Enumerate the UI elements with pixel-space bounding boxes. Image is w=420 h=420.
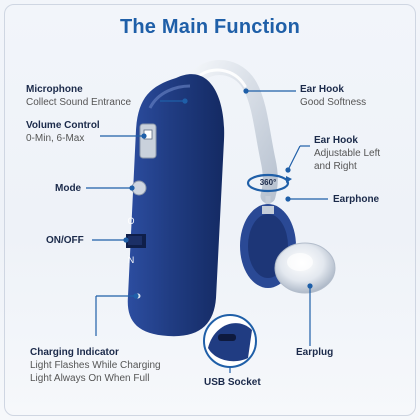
switch-off-mark: N	[128, 255, 135, 265]
earplug	[274, 242, 336, 294]
microphone-name: Microphone	[26, 84, 83, 95]
ear-hook-adjustable-desc-2: and Right	[314, 161, 357, 172]
page-title: The Main Function	[119, 16, 301, 38]
device-body	[127, 74, 225, 337]
charging-indicator-desc-2: Light Always On When Full	[30, 373, 150, 384]
ear-hook-softness-name: Ear Hook	[300, 84, 344, 95]
switch-on-mark: O	[127, 216, 134, 226]
volume-control-name: Volume Control	[26, 120, 100, 131]
charging-indicator-desc-1: Light Flashes While Charging	[30, 360, 161, 371]
volume-control-label: Volume Control 0-Min, 6-Max	[26, 119, 100, 145]
ear-hook-softness-label: Ear Hook Good Softness	[300, 83, 366, 109]
ear-hook-adjustable-label: Ear Hook Adjustable Left and Right	[314, 134, 380, 173]
power-switch: O N	[126, 216, 146, 265]
ear-hook-softness-desc: Good Softness	[300, 97, 367, 108]
microphone-desc: Collect Sound Entrance	[26, 97, 132, 108]
charging-indicator-label: Charging Indicator Light Flashes While C…	[30, 346, 161, 385]
mode-label: Mode	[55, 183, 82, 194]
callout-lines	[86, 88, 328, 373]
volume-control	[139, 123, 157, 159]
earplug-label: Earplug	[296, 347, 334, 358]
charging-indicator-name: Charging Indicator	[30, 347, 119, 358]
rotation-indicator: 360°	[246, 173, 292, 193]
usb-zoom	[203, 314, 257, 368]
rotation-label: 360°	[260, 178, 277, 187]
onoff-label: ON/OFF	[46, 235, 84, 246]
ear-hook-adjustable-name: Ear Hook	[314, 135, 358, 146]
volume-control-desc: 0-Min, 6-Max	[26, 133, 85, 144]
ear-hook-adjustable-desc-1: Adjustable Left	[314, 148, 381, 159]
microphone-label: Microphone Collect Sound Entrance	[26, 83, 131, 109]
usb-socket-label: USB Socket	[204, 377, 261, 388]
earphone-label: Earphone	[333, 194, 380, 205]
ear-hook	[188, 60, 278, 204]
